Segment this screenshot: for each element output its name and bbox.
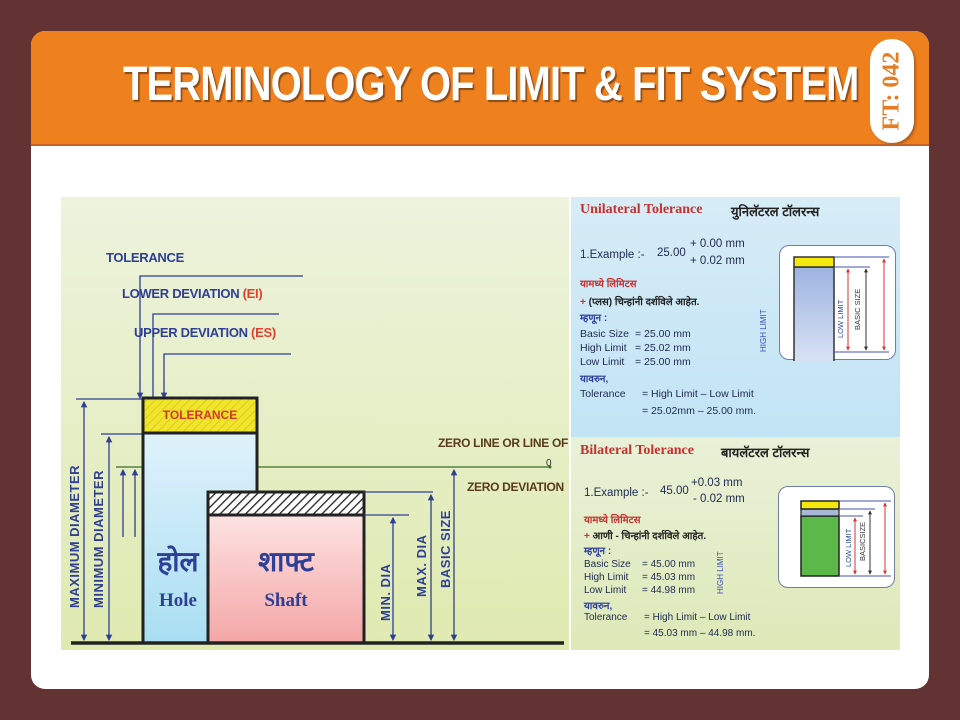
bilateral-low-limit-label: LOW LIMIT bbox=[844, 528, 853, 567]
slide-code: FT: 042 bbox=[878, 51, 905, 131]
limit-fit-diagram: TOLERANCE LOWER DEVIATION (EI) UPPER DEV… bbox=[61, 197, 569, 650]
lower-deviation-text: LOWER DEVIATION bbox=[122, 286, 240, 301]
unilateral-row-basic-size: Basic Size = 25.00 mm bbox=[580, 328, 691, 340]
bilateral-limits-marathi: यामध्ये लिमिटस bbox=[584, 515, 641, 526]
tolerance-zone-label: TOLERANCE bbox=[162, 408, 238, 422]
bilateral-hence-marathi: म्हणून : bbox=[584, 546, 612, 557]
min-dia-label: MIN. DIA bbox=[378, 563, 393, 621]
unilateral-tolerance-values: = 25.02mm – 25.00 mm. bbox=[642, 405, 757, 417]
bilateral-tolerance-label: Tolerance bbox=[584, 612, 628, 623]
bilateral-example-upper: +0.03 mm bbox=[691, 477, 743, 489]
row-value: = 25.00 mm bbox=[635, 356, 691, 368]
maximum-diameter-label: MAXIMUM DIAMETER bbox=[67, 464, 82, 608]
zero-mark: 0 bbox=[546, 458, 552, 469]
row-label: High Limit bbox=[584, 572, 629, 583]
unilateral-example-upper: + 0.00 mm bbox=[690, 238, 745, 250]
bilateral-basic-size-label: BASICSIZE bbox=[858, 521, 867, 561]
max-dia-label: MAX. DIA bbox=[414, 534, 429, 598]
diagram-graphics bbox=[71, 275, 564, 645]
bilateral-example-label: 1.Example :- bbox=[584, 487, 649, 499]
plus-sign: + bbox=[584, 531, 590, 542]
bilateral-example-lower: - 0.02 mm bbox=[693, 493, 745, 505]
bilateral-row-basic-size: Basic Size = 45.00 mm bbox=[584, 559, 695, 570]
lower-deviation-code: (EI) bbox=[242, 286, 263, 301]
upper-deviation-code: (ES) bbox=[251, 325, 276, 340]
unilateral-title: Unilateral Tolerance bbox=[580, 202, 703, 217]
bilateral-mini-diagram: LOW LIMIT BASICSIZE bbox=[778, 486, 895, 588]
row-label: Basic Size bbox=[580, 328, 630, 340]
unilateral-hence-marathi: म्हणून : bbox=[580, 313, 608, 324]
upper-deviation-text: UPPER DEVIATION bbox=[134, 325, 248, 340]
tolerance-label: TOLERANCE bbox=[106, 250, 184, 265]
page-title: TERMINOLOGY OF LIMIT & FIT SYSTEM bbox=[123, 58, 859, 111]
unilateral-therefore-marathi: यावरुन, bbox=[580, 374, 609, 385]
bilateral-example-base: 45.00 bbox=[660, 485, 689, 497]
zero-line-label: ZERO LINE OR LINE OF bbox=[438, 436, 569, 450]
bilateral-mini-graphics bbox=[800, 500, 891, 577]
bilateral-tolerance-values: = 45.03 mm – 44.98 mm. bbox=[644, 628, 756, 639]
shaft-label-english: Shaft bbox=[264, 590, 308, 611]
bilateral-row-high-limit: High Limit = 45.03 mm bbox=[584, 572, 695, 583]
row-value: = 44.98 mm bbox=[642, 585, 696, 596]
minimum-diameter-label: MINIMUM DIAMETER bbox=[91, 470, 106, 608]
zero-deviation-label: ZERO DEVIATION bbox=[467, 480, 564, 494]
hole-label-english: Hole bbox=[159, 590, 197, 611]
unilateral-signs-marathi: + (प्लस) चिन्हांनी दर्शविले आहेत. bbox=[580, 294, 699, 308]
slide-card: TERMINOLOGY OF LIMIT & FIT SYSTEM FT: 04… bbox=[31, 31, 929, 689]
unilateral-title-marathi: युनिलॅटरल टॉलरन्स bbox=[731, 204, 820, 219]
unilateral-mini-graphics bbox=[793, 256, 889, 361]
hole-label-marathi: होल bbox=[157, 547, 199, 578]
bilateral-therefore-marathi: यावरुन, bbox=[584, 601, 613, 612]
shaft-label-marathi: शाफ्ट bbox=[258, 547, 314, 578]
bilateral-high-limit-label: HIGH LIMIT bbox=[716, 551, 725, 594]
row-value: = 45.03 mm bbox=[642, 572, 696, 583]
bilateral-row-low-limit: Low Limit = 44.98 mm bbox=[584, 585, 695, 596]
unilateral-limits-marathi: यामध्ये लिमिटस bbox=[580, 279, 637, 290]
row-value: = 45.00 mm bbox=[642, 559, 696, 570]
row-value: = 25.02 mm bbox=[635, 342, 691, 354]
bilateral-title: Bilateral Tolerance bbox=[580, 443, 694, 458]
signs-text: (प्लस) चिन्हांनी दर्शविले आहेत. bbox=[588, 297, 700, 308]
unilateral-row-low-limit: Low Limit = 25.00 mm bbox=[580, 356, 691, 368]
row-label: Low Limit bbox=[580, 356, 625, 368]
unilateral-tolerance-label: Tolerance bbox=[580, 388, 626, 400]
unilateral-high-limit-label: HIGH LIMIT bbox=[759, 309, 768, 352]
unilateral-example-base: 25.00 bbox=[657, 247, 686, 259]
bilateral-tolerance-panel: Bilateral Tolerance बायलॅटरल टॉलरन्स 1.E… bbox=[571, 437, 900, 650]
row-value: = 25.00 mm bbox=[635, 328, 691, 340]
upper-deviation-label: UPPER DEVIATION (ES) bbox=[134, 325, 276, 340]
bilateral-title-marathi: बायलॅटरल टॉलरन्स bbox=[721, 445, 810, 460]
row-label: Basic Size bbox=[584, 559, 631, 570]
unilateral-example-lower: + 0.02 mm bbox=[690, 255, 745, 267]
unilateral-mini-diagram: LOW LIMIT BASIC SIZE bbox=[779, 245, 896, 361]
unilateral-low-limit-label: LOW LIMIT bbox=[836, 299, 845, 338]
unilateral-example-label: 1.Example :- bbox=[580, 249, 645, 261]
unilateral-tolerance-formula: = High Limit – Low Limit bbox=[642, 388, 754, 400]
lower-deviation-label: LOWER DEVIATION (EI) bbox=[122, 286, 263, 301]
plus-sign: + bbox=[580, 297, 586, 308]
signs-text: आणी - चिन्हांनी दर्शविले आहेत. bbox=[592, 531, 707, 542]
slide-code-badge: FT: 042 bbox=[870, 39, 914, 143]
bilateral-signs-marathi: + आणी - चिन्हांनी दर्शविले आहेत. bbox=[584, 528, 706, 542]
basic-size-label: BASIC SIZE bbox=[438, 510, 453, 588]
row-label: Low Limit bbox=[584, 585, 627, 596]
bilateral-tolerance-formula: = High Limit – Low Limit bbox=[644, 612, 751, 623]
unilateral-basic-size-label: BASIC SIZE bbox=[853, 288, 862, 330]
unilateral-tolerance-panel: Unilateral Tolerance युनिलॅटरल टॉलरन्स 1… bbox=[571, 197, 900, 462]
row-label: High Limit bbox=[580, 342, 627, 354]
unilateral-row-high-limit: High Limit = 25.02 mm bbox=[580, 342, 691, 354]
title-banner: TERMINOLOGY OF LIMIT & FIT SYSTEM FT: 04… bbox=[31, 31, 929, 146]
